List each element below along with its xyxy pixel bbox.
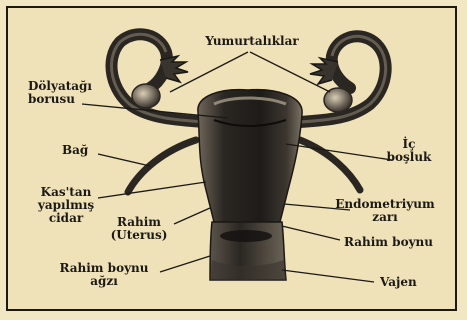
label-endometrium-line2: zarı: [330, 211, 440, 224]
label-uterus-line2: (Uterus): [106, 229, 172, 242]
label-fallopian-tube: Dölyatağı borusu: [28, 80, 92, 106]
label-fallopian-tube-line2: borusu: [28, 93, 92, 106]
label-ligament-text: Bağ: [62, 143, 88, 157]
uterus-body: [198, 90, 302, 222]
label-cervical-os-line2: ağzı: [52, 275, 156, 288]
left-ovary: [132, 84, 160, 108]
label-vagina-text: Vajen: [380, 275, 417, 289]
left-ligament: [128, 140, 196, 192]
left-fallopian-tube: [111, 34, 205, 122]
cervical-os: [220, 230, 272, 242]
label-vagina: Vajen: [380, 276, 417, 289]
label-cervix-text: Rahim boynu: [344, 235, 433, 249]
label-ovaries-text: Yumurtalıklar: [205, 34, 298, 48]
label-endometrium: Endometriyum zarı: [330, 198, 440, 224]
label-muscle-wall-line3: cidar: [30, 212, 102, 225]
label-ovaries: Yumurtalıklar: [192, 35, 312, 48]
label-inner-cavity-line2: boşluk: [384, 151, 434, 164]
label-ligament: Bağ: [62, 144, 88, 157]
label-cervical-os: Rahim boynu ağzı: [52, 262, 156, 288]
label-cervix: Rahim boynu: [344, 236, 433, 249]
label-uterus: Rahim (Uterus): [106, 216, 172, 242]
label-inner-cavity: İç boşluk: [384, 138, 434, 164]
label-muscle-wall: Kas'tan yapılmış cidar: [30, 186, 102, 225]
